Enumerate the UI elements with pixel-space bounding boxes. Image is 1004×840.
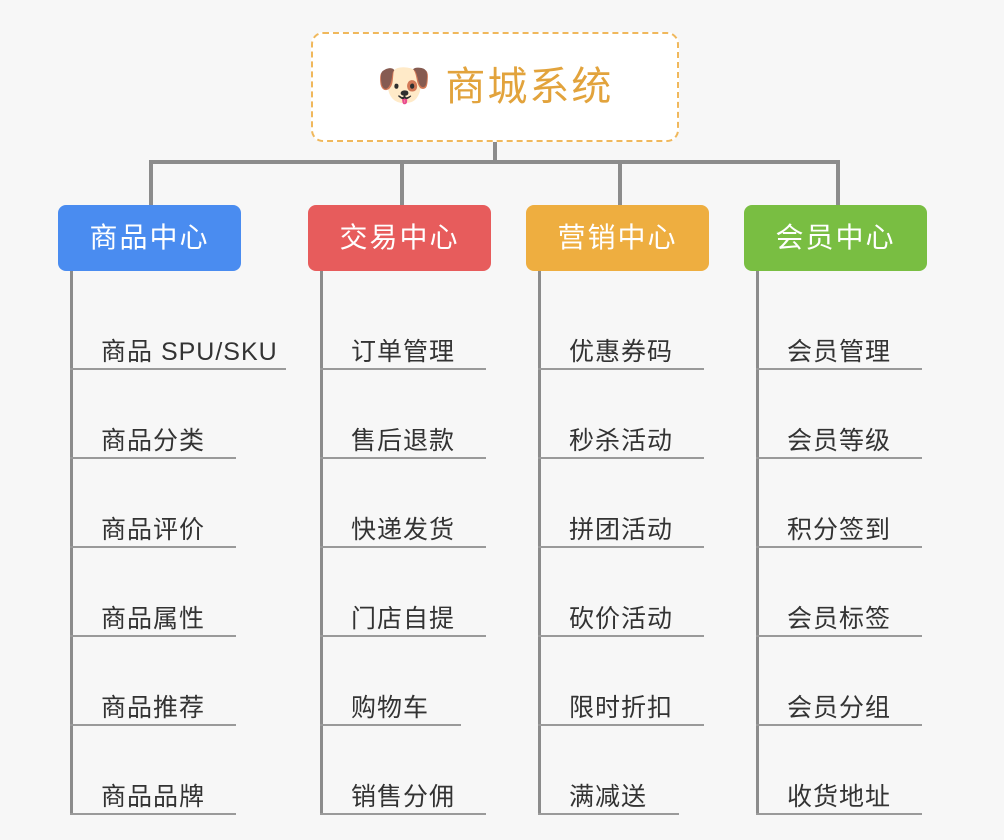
leaf-item[interactable]: 商品推荐 [70, 637, 277, 726]
leaf-item[interactable]: 会员分组 [756, 637, 963, 726]
leaf-underline [70, 368, 286, 370]
leaf-underline [538, 724, 704, 726]
leaf-underline [756, 724, 922, 726]
leaf-item[interactable]: 秒杀活动 [538, 370, 745, 459]
leaf-label: 售后退款 [351, 426, 456, 455]
branch-columns: 商品中心 商品 SPU/SKU 商品分类 商品评价 商品属性 [0, 205, 1004, 840]
leaf-item[interactable]: 门店自提 [320, 548, 527, 637]
leaf-label: 商品评价 [101, 515, 206, 544]
leaf-underline [320, 724, 461, 726]
leaf-item[interactable]: 积分签到 [756, 459, 963, 548]
branch-header-product-center[interactable]: 商品中心 [58, 205, 241, 271]
leaf-item[interactable]: 优惠券码 [538, 281, 745, 370]
leaf-item[interactable]: 砍价活动 [538, 548, 745, 637]
leaf-list-marketing-center: 优惠券码 秒杀活动 拼团活动 砍价活动 限时折扣 [538, 271, 745, 815]
leaf-label: 会员等级 [787, 426, 892, 455]
connector-drop-3 [618, 160, 622, 208]
leaf-label: 门店自提 [351, 604, 456, 633]
branch-header-label: 会员中心 [775, 222, 896, 253]
leaf-underline [756, 457, 922, 459]
leaf-label: 商品推荐 [101, 693, 206, 722]
branch-product-center: 商品中心 商品 SPU/SKU 商品分类 商品评价 商品属性 [58, 205, 286, 815]
connector-drop-4 [836, 160, 840, 208]
branch-header-trade-center[interactable]: 交易中心 [308, 205, 491, 271]
leaf-item[interactable]: 商品评价 [70, 459, 277, 548]
connector-drop-2 [400, 160, 404, 208]
leaf-item[interactable]: 会员等级 [756, 370, 963, 459]
branch-member-center: 会员中心 会员管理 会员等级 积分签到 会员标签 [744, 205, 963, 815]
leaf-underline [756, 546, 922, 548]
leaf-underline [538, 457, 704, 459]
leaf-item[interactable]: 会员管理 [756, 281, 963, 370]
leaf-item[interactable]: 商品 SPU/SKU [70, 281, 286, 370]
leaf-label: 快递发货 [351, 515, 456, 544]
leaf-list-product-center: 商品 SPU/SKU 商品分类 商品评价 商品属性 商品推荐 [70, 271, 286, 815]
leaf-underline [70, 813, 236, 815]
leaf-label: 满减送 [569, 782, 648, 811]
leaf-label: 商品 SPU/SKU [101, 337, 278, 366]
leaf-label: 销售分佣 [351, 782, 456, 811]
leaf-underline [70, 457, 236, 459]
connector-horizontal-bus [149, 160, 840, 164]
leaf-label: 优惠券码 [569, 337, 674, 366]
leaf-item[interactable]: 满减送 [538, 726, 745, 815]
leaf-label: 秒杀活动 [569, 426, 674, 455]
leaf-underline [756, 368, 922, 370]
leaf-underline [320, 546, 486, 548]
connector-root-stem [493, 142, 497, 164]
leaf-item[interactable]: 订单管理 [320, 281, 527, 370]
leaf-item[interactable]: 商品属性 [70, 548, 277, 637]
leaf-item[interactable]: 销售分佣 [320, 726, 527, 815]
leaf-label: 订单管理 [351, 337, 456, 366]
branch-header-label: 营销中心 [557, 222, 678, 253]
leaf-item[interactable]: 会员标签 [756, 548, 963, 637]
leaf-item[interactable]: 售后退款 [320, 370, 527, 459]
leaf-item[interactable]: 快递发货 [320, 459, 527, 548]
branch-header-member-center[interactable]: 会员中心 [744, 205, 927, 271]
leaf-underline [538, 813, 679, 815]
branch-header-marketing-center[interactable]: 营销中心 [526, 205, 709, 271]
leaf-underline [70, 635, 236, 637]
connector-drop-1 [149, 160, 153, 208]
leaf-label: 商品属性 [101, 604, 206, 633]
leaf-underline [756, 635, 922, 637]
leaf-underline [538, 368, 704, 370]
leaf-underline [320, 635, 486, 637]
leaf-label: 拼团活动 [569, 515, 674, 544]
leaf-underline [70, 546, 236, 548]
leaf-label: 商品分类 [101, 426, 206, 455]
leaf-underline [538, 635, 704, 637]
leaf-label: 会员管理 [787, 337, 892, 366]
leaf-item[interactable]: 商品品牌 [70, 726, 277, 815]
leaf-label: 砍价活动 [569, 604, 674, 633]
leaf-label: 收货地址 [787, 782, 892, 811]
leaf-label: 限时折扣 [569, 693, 674, 722]
leaf-underline [320, 368, 486, 370]
dog-face-icon: 🐶 [376, 61, 432, 110]
leaf-underline [320, 813, 486, 815]
leaf-label: 积分签到 [787, 515, 892, 544]
leaf-underline [538, 546, 704, 548]
leaf-label: 会员分组 [787, 693, 892, 722]
leaf-underline [70, 724, 236, 726]
branch-trade-center: 交易中心 订单管理 售后退款 快递发货 门店自提 [308, 205, 527, 815]
leaf-label: 会员标签 [787, 604, 892, 633]
leaf-underline [320, 457, 486, 459]
leaf-list-member-center: 会员管理 会员等级 积分签到 会员标签 会员分组 [756, 271, 963, 815]
leaf-label: 商品品牌 [101, 782, 206, 811]
leaf-item[interactable]: 购物车 [320, 637, 527, 726]
branch-header-label: 商品中心 [89, 222, 210, 253]
branch-marketing-center: 营销中心 优惠券码 秒杀活动 拼团活动 砍价活动 [526, 205, 745, 815]
leaf-item[interactable]: 拼团活动 [538, 459, 745, 548]
root-node[interactable]: 🐶 商城系统 [311, 32, 679, 142]
branch-header-label: 交易中心 [339, 222, 460, 253]
leaf-label: 购物车 [351, 693, 430, 722]
root-title: 商城系统 [445, 65, 614, 109]
leaf-list-trade-center: 订单管理 售后退款 快递发货 门店自提 购物车 [320, 271, 527, 815]
leaf-item[interactable]: 限时折扣 [538, 637, 745, 726]
leaf-item[interactable]: 收货地址 [756, 726, 963, 815]
leaf-item[interactable]: 商品分类 [70, 370, 277, 459]
leaf-underline [756, 813, 922, 815]
